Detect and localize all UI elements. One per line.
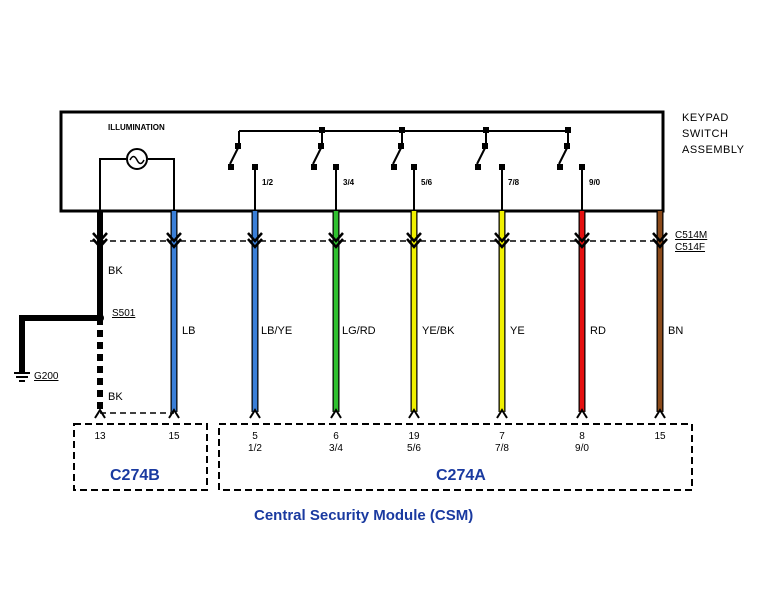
connector-c514f-label: C514F [675, 242, 705, 253]
wire-lb1 [166, 211, 182, 419]
pin-function-label: 5/6 [407, 443, 421, 454]
pin-number: 6 [333, 431, 339, 442]
illumination-label: ILLUMINATION [108, 123, 165, 132]
switch-3-4 [311, 143, 339, 211]
keypad-label-2: SWITCH [682, 128, 728, 140]
connector-c274b-box [73, 423, 208, 491]
keypad-label-1: KEYPAD [682, 112, 729, 124]
pin-number: 8 [579, 431, 585, 442]
pin-function-label: 3/4 [329, 443, 343, 454]
wire-color-label: LB [182, 325, 195, 337]
switch-label-3-4: 3/4 [343, 178, 355, 187]
pin-number: 15 [654, 431, 666, 442]
wire-rd [574, 211, 590, 419]
pin-function-label: 9/0 [575, 443, 589, 454]
ground-branch: S501 [19, 308, 136, 372]
wire-yebk [406, 211, 422, 419]
switch-7-8 [475, 143, 505, 211]
switch-label-7-8: 7/8 [508, 178, 520, 187]
wire-bn [652, 211, 668, 419]
pin-number: 19 [408, 431, 420, 442]
wire-color-label: BN [668, 325, 683, 337]
wire-color-label: BK [108, 265, 123, 277]
wire-lgrd [328, 211, 344, 419]
wire-color-label: YE [510, 325, 525, 337]
pin-function-label: 7/8 [495, 443, 509, 454]
ground-label: G200 [34, 371, 59, 382]
pin-number: 13 [94, 431, 106, 442]
illumination-lamp-icon [99, 148, 175, 211]
bk-lower-label: BK [108, 391, 123, 403]
keypad-label-3: ASSEMBLY [682, 144, 745, 156]
wire-lbye [247, 211, 263, 419]
pin-number: 15 [168, 431, 180, 442]
wire-color-label: RD [590, 325, 606, 337]
pin-number: 5 [252, 431, 258, 442]
switch-label-1-2: 1/2 [262, 178, 274, 187]
wire-color-label: YE/BK [422, 325, 455, 337]
wire-color-label: LB/YE [261, 325, 292, 337]
connector-c274b-label: C274B [110, 467, 160, 484]
wires-group: BK 13 LB 15 LB/YE 51/2 LG/RD 63/4 YE/BK 195/6 YE 77… [92, 211, 683, 454]
wire-bk [92, 211, 108, 419]
ground-icon [14, 372, 30, 382]
splice-label: S501 [112, 308, 136, 319]
switch-bus [238, 127, 571, 146]
switch-label-5-6: 5/6 [421, 178, 433, 187]
switch-9-0 [557, 143, 585, 211]
connector-c274a-box [218, 423, 693, 491]
switch-5-6 [391, 143, 417, 211]
connector-c514m-label: C514M [675, 230, 707, 241]
module-label: Central Security Module (CSM) [254, 507, 473, 524]
connector-c274a-label: C274A [436, 467, 486, 484]
wire-color-label: LG/RD [342, 325, 376, 337]
pin-number: 7 [499, 431, 505, 442]
switch-1-2 [228, 143, 258, 211]
keypad-assembly-box [59, 110, 665, 213]
wire-ye [494, 211, 510, 419]
pin-function-label: 1/2 [248, 443, 262, 454]
switch-label-9-0: 9/0 [589, 178, 601, 187]
